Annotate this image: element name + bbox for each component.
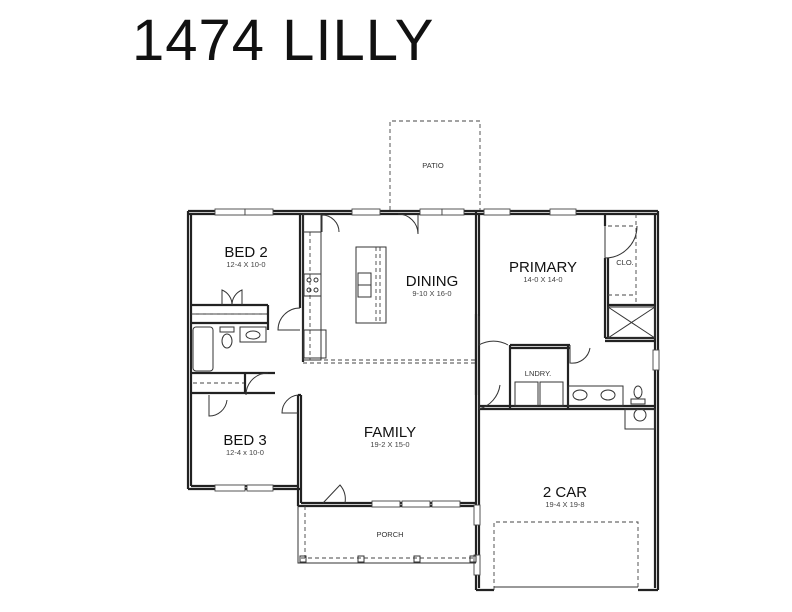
garage-door: [493, 521, 639, 590]
family-label: FAMILY: [364, 424, 416, 441]
double-vanity: [567, 385, 624, 407]
bed3-label: BED 3: [223, 432, 266, 449]
porch: PORCH: [297, 506, 477, 564]
primary-label: PRIMARY: [509, 259, 577, 276]
windows: [214, 208, 660, 576]
bathtub-icon: [192, 326, 214, 372]
closet-label: CLO.: [616, 258, 634, 267]
washer-icon: [514, 381, 539, 407]
porch-label: PORCH: [376, 530, 403, 539]
dining-dims: 9-10 X 16-0: [412, 289, 451, 298]
patio: PATIO: [389, 120, 481, 210]
bathrooms: [192, 326, 646, 407]
doors: [208, 213, 638, 504]
laundry-label: LNDRY.: [525, 369, 551, 378]
garage-dims: 19-4 X 19-8: [545, 500, 584, 509]
bed3-dims: 12-4 x 10-0: [226, 448, 264, 457]
dryer-icon: [539, 381, 564, 407]
dining-label: DINING: [406, 273, 459, 290]
interior-walls: [191, 214, 656, 430]
primary-dims: 14-0 X 14-0: [523, 275, 562, 284]
fridge-icon: [303, 329, 327, 359]
bath-sink-icon: [239, 326, 267, 343]
vanity-sink-icon: [572, 389, 588, 401]
room-labels: BED 2 12-4 X 10-0 DINING 9-10 X 16-0 PRI…: [223, 244, 633, 509]
garage-label: 2 CAR: [543, 484, 587, 501]
patio-label: PATIO: [422, 161, 444, 170]
stove-icon: [303, 273, 322, 297]
plan-title: 1474 LILLY: [132, 8, 435, 73]
kitchen: [302, 213, 387, 361]
family-dims: 19-2 X 15-0: [370, 440, 409, 449]
bed2-label: BED 2: [224, 244, 267, 261]
toilet-icon: [633, 385, 643, 399]
kitchen-island: [355, 246, 387, 324]
bed2-dims: 12-4 X 10-0: [226, 260, 265, 269]
vanity-sink-icon: [600, 389, 616, 401]
toilet-icon: [221, 333, 233, 349]
